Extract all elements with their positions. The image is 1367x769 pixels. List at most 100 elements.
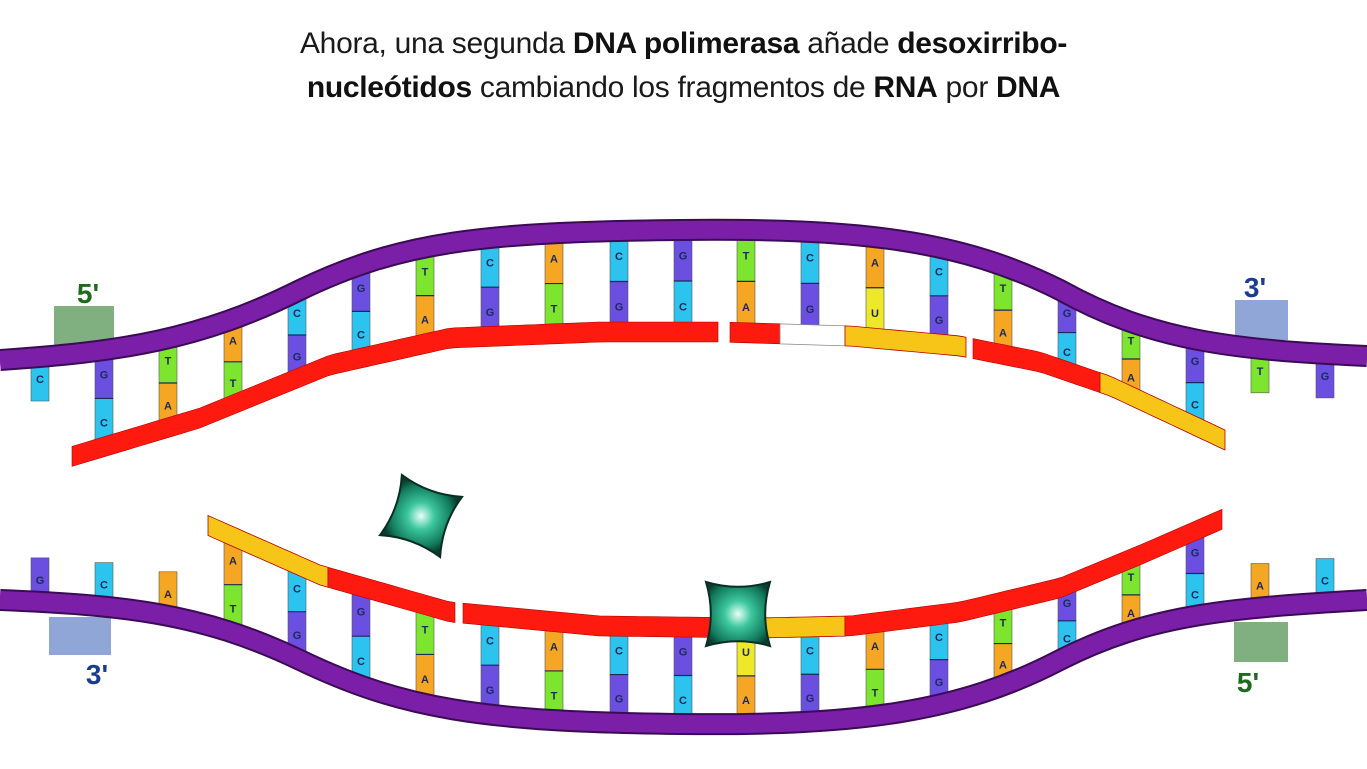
new-strand-segment-dna — [972, 338, 1101, 393]
base-letter: G — [357, 283, 366, 295]
base-letter: T — [1257, 366, 1264, 378]
new-strand-segment-dna — [844, 508, 1223, 637]
base-letter: C — [293, 583, 301, 595]
base-letter: A — [871, 641, 879, 653]
three-prime-box-bottom — [49, 617, 111, 655]
new-strand-segment-rna — [759, 615, 846, 639]
base-letter: G — [615, 694, 624, 706]
base-letter: T — [743, 251, 750, 263]
base-letter: T — [1000, 618, 1007, 630]
base-letter: G — [1191, 356, 1200, 368]
base-letter: C — [1063, 347, 1071, 359]
three-prime-box-top — [1235, 300, 1288, 340]
diagram-title: Ahora, una segunda DNA polimerasa añade … — [0, 22, 1367, 110]
base-letter: C — [615, 645, 623, 657]
base-letter: C — [615, 251, 623, 263]
dna-polymerases — [378, 473, 772, 648]
bottom-backbone-fill — [0, 591, 1367, 734]
title-bold-desoxirribo: desoxirribo- — [897, 27, 1068, 60]
base-letter: G — [486, 307, 495, 319]
base-letter: C — [36, 374, 44, 386]
base-letter: A — [1256, 581, 1264, 593]
title-text: cambiando los fragmentos de — [471, 71, 874, 104]
base-letter: C — [935, 267, 943, 279]
title-bold-dna: DNA — [996, 71, 1061, 104]
base-letter: C — [806, 253, 814, 265]
dna-polymerase-icon — [378, 473, 464, 559]
base-letter: G — [679, 250, 688, 262]
base-letter: C — [1191, 399, 1199, 411]
base-letter: C — [935, 632, 943, 644]
base-letter: C — [1191, 590, 1199, 602]
base-letter: A — [229, 335, 237, 347]
five-prime-label-bottom: 5' — [1237, 667, 1259, 698]
title-text: Ahora, una segunda — [299, 27, 573, 60]
base-letter: T — [165, 356, 172, 368]
base-letter: A — [871, 257, 879, 269]
base-letter: C — [357, 656, 365, 668]
title-text: por — [937, 71, 997, 104]
three-prime-label-bottom: 3' — [86, 659, 108, 690]
base-letter: A — [550, 641, 558, 653]
base-letter: U — [871, 308, 879, 320]
base-letter: C — [100, 418, 108, 430]
base-letter: A — [164, 589, 172, 601]
base-letter: G — [935, 677, 944, 689]
base-letter: C — [486, 635, 494, 647]
base-letter: G — [1063, 308, 1072, 320]
base-letter: T — [230, 604, 237, 616]
title-text: añade — [799, 27, 898, 60]
bottom-new-strand — [207, 508, 1223, 639]
base-letter: T — [1128, 336, 1135, 348]
base-letter: G — [679, 646, 688, 658]
base-letter: A — [229, 556, 237, 568]
base-letter: G — [293, 352, 302, 364]
base-letter: C — [1063, 634, 1071, 646]
base-letter: A — [999, 660, 1007, 672]
base-letter: T — [422, 267, 429, 279]
three-prime-label-top: 3' — [1244, 272, 1266, 303]
base-letter: A — [421, 315, 429, 327]
base-letter: A — [421, 674, 429, 686]
new-strand-segment-gap — [779, 323, 846, 347]
base-letter: A — [999, 327, 1007, 339]
top-new-strand — [71, 321, 1226, 467]
base-letter: T — [1000, 283, 1007, 295]
base-letter: G — [100, 369, 109, 381]
base-letter: C — [679, 301, 687, 313]
base-letter: G — [486, 685, 495, 697]
base-letter: G — [293, 630, 302, 642]
base-letter: G — [357, 606, 366, 618]
new-strand-segment-rna — [1099, 372, 1226, 451]
new-strand-segment-rna — [844, 325, 967, 358]
base-letter: A — [550, 253, 558, 265]
title-bold-dna-polimerasa: DNA polimerasa — [572, 27, 800, 60]
base-letter: T — [1128, 572, 1135, 584]
new-strand-segment-dna — [71, 321, 719, 467]
base-letter: C — [486, 258, 494, 270]
title-bold-nucleotidos: nucleótidos — [306, 71, 472, 104]
top-backbone-fill — [0, 220, 1367, 369]
new-strand-segment-dna — [729, 321, 781, 345]
base-letter: C — [679, 695, 687, 707]
base-letter: A — [1127, 608, 1135, 620]
base-letter: G — [806, 693, 815, 705]
base-letter: A — [164, 400, 172, 412]
base-letter: G — [1063, 598, 1072, 610]
base-letter: T — [230, 378, 237, 390]
base-letter: C — [293, 308, 301, 320]
base-letter: G — [806, 304, 815, 316]
base-letter: T — [551, 691, 558, 703]
five-prime-box-bottom — [1234, 622, 1288, 662]
base-letter: G — [36, 575, 45, 587]
base-letter: U — [742, 647, 750, 659]
base-letter: G — [1191, 547, 1200, 559]
base-letter: G — [615, 302, 624, 314]
base-letter: A — [742, 302, 750, 314]
base-letter: C — [806, 646, 814, 658]
base-letter: C — [357, 330, 365, 342]
base-letter: G — [1321, 371, 1330, 383]
title-bold-rna: RNA — [873, 71, 938, 104]
